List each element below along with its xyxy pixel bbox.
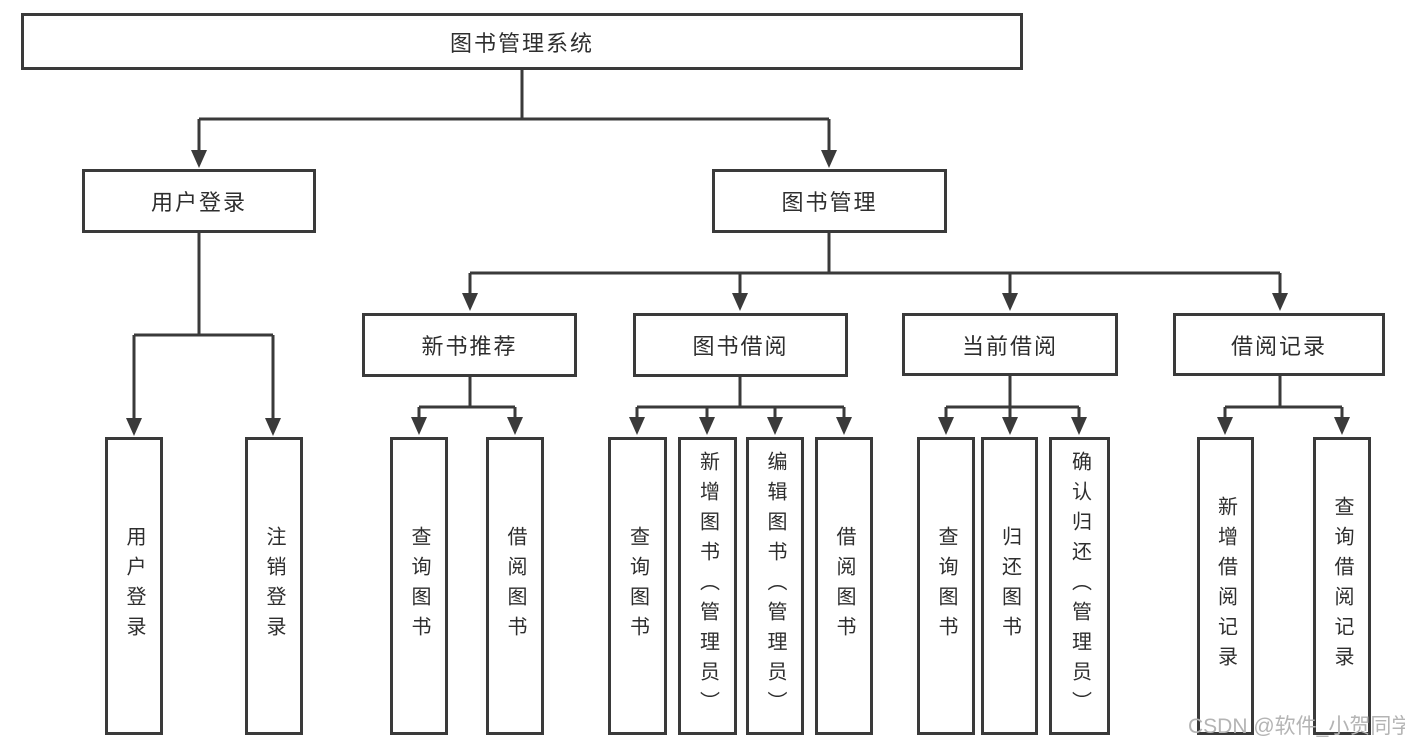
node-leaf-query-books-borrowing: 查询图书 (608, 437, 667, 735)
node-borrowing-records: 借阅记录 (1173, 313, 1385, 376)
node-leaf-return-books-label: 归还图书 (998, 526, 1021, 646)
node-leaf-query-borrow-record-label: 查询借阅记录 (1331, 496, 1353, 676)
node-borrowing-records-label: 借阅记录 (1230, 333, 1327, 359)
node-leaf-add-books-admin: 新增图书（管理员） (678, 437, 737, 735)
node-user-login: 用户登录 (82, 169, 316, 233)
node-library-management-system-label: 图书管理系统 (449, 30, 594, 56)
node-leaf-borrow-books-recommend-label: 借阅图书 (504, 526, 526, 646)
node-current-borrowing: 当前借阅 (902, 313, 1118, 376)
node-leaf-user-login-label: 用户登录 (123, 526, 145, 646)
csdn-watermark: CSDN @软件_小贺同学 (1188, 715, 1405, 738)
node-user-login-label: 用户登录 (150, 190, 247, 215)
node-leaf-query-books-recommend: 查询图书 (390, 437, 448, 735)
node-book-borrowing: 图书借阅 (633, 313, 848, 377)
node-leaf-query-books-borrowing-label: 查询图书 (626, 526, 649, 646)
node-leaf-edit-books-admin: 编辑图书（管理员） (746, 437, 804, 735)
node-leaf-borrow-books-borrowing: 借阅图书 (815, 437, 873, 735)
node-new-book-recommend-label: 新书推荐 (421, 334, 518, 359)
node-leaf-borrow-books-recommend: 借阅图书 (486, 437, 544, 735)
node-leaf-user-login: 用户登录 (105, 437, 163, 735)
node-book-management-label: 图书管理 (781, 190, 878, 215)
node-leaf-confirm-return-admin-label: 确认归还（管理员） (1068, 451, 1091, 721)
node-book-management: 图书管理 (712, 169, 947, 233)
node-leaf-query-borrow-record: 查询借阅记录 (1313, 437, 1371, 735)
node-leaf-return-books: 归还图书 (981, 437, 1038, 735)
node-leaf-add-borrow-record: 新增借阅记录 (1197, 437, 1254, 735)
node-leaf-query-books-current: 查询图书 (917, 437, 975, 735)
node-leaf-borrow-books-borrowing-label: 借阅图书 (833, 526, 855, 646)
node-leaf-logout: 注销登录 (245, 437, 303, 735)
node-leaf-add-borrow-record-label: 新增借阅记录 (1214, 496, 1237, 676)
node-leaf-confirm-return-admin: 确认归还（管理员） (1049, 437, 1110, 735)
node-current-borrowing-label: 当前借阅 (961, 333, 1058, 359)
node-leaf-query-books-current-label: 查询图书 (935, 526, 957, 646)
node-library-management-system: 图书管理系统 (21, 13, 1023, 70)
node-leaf-logout-label: 注销登录 (263, 526, 285, 646)
node-new-book-recommend: 新书推荐 (362, 313, 577, 377)
node-book-borrowing-label: 图书借阅 (692, 334, 789, 359)
node-leaf-add-books-admin-label: 新增图书（管理员） (696, 451, 719, 721)
node-leaf-edit-books-admin-label: 编辑图书（管理员） (764, 451, 786, 721)
node-leaf-query-books-recommend-label: 查询图书 (408, 526, 430, 646)
